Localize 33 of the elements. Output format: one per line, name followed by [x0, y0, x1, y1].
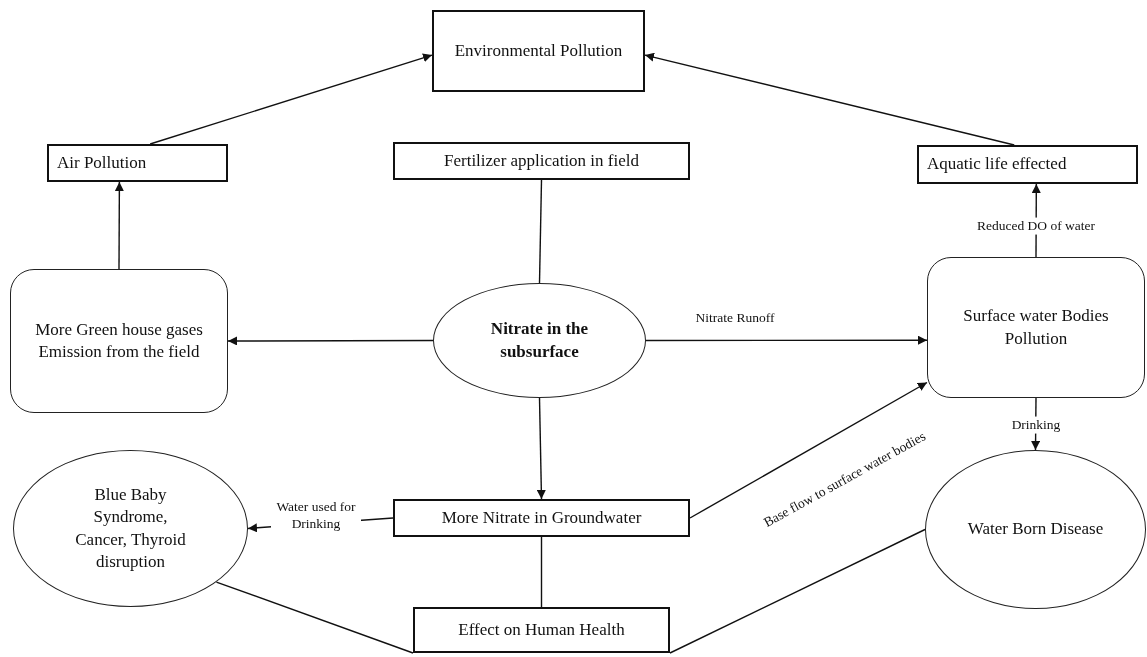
edge-label: Drinking [1009, 416, 1063, 434]
rounded-box [927, 257, 1145, 398]
connector-line [669, 528, 926, 654]
process-box [393, 142, 690, 180]
process-box [432, 10, 645, 92]
arrow [227, 336, 434, 346]
node-text: Nitrate in the subsurface [489, 318, 590, 363]
connector-line [215, 581, 414, 654]
edge-label: Water used for Drinking [271, 499, 361, 533]
arrow [114, 181, 124, 270]
node-text: More Nitrate in Groundwater [440, 506, 643, 529]
process-box [917, 145, 1138, 184]
node-text: Air Pollution [56, 151, 148, 174]
node-text: Blue Baby Syndrome, Cancer, Thyroid disruption [74, 484, 187, 573]
node-text: Aquatic life effected [926, 153, 1068, 176]
node-text: Water Born Disease [966, 518, 1105, 541]
arrow [645, 335, 928, 345]
connector-line [540, 536, 543, 608]
node-text: Surface water Bodies Pollution [962, 305, 1110, 350]
node-text: Environmental Pollution [453, 39, 624, 62]
edge-label: Reduced DO of water [974, 217, 1098, 235]
process-box [393, 499, 690, 537]
rounded-box [10, 269, 228, 413]
process-box [47, 144, 228, 182]
arrow [149, 53, 433, 145]
node-text: Effect on Human Health [457, 618, 626, 641]
arrow [644, 52, 1015, 146]
node-text: More Green house gases Emission from the field [34, 318, 204, 363]
connector-line [538, 179, 543, 284]
process-box [413, 607, 670, 653]
arrow [536, 397, 546, 500]
arrow [689, 381, 928, 519]
node-text: Fertilizer application in field [443, 149, 640, 172]
